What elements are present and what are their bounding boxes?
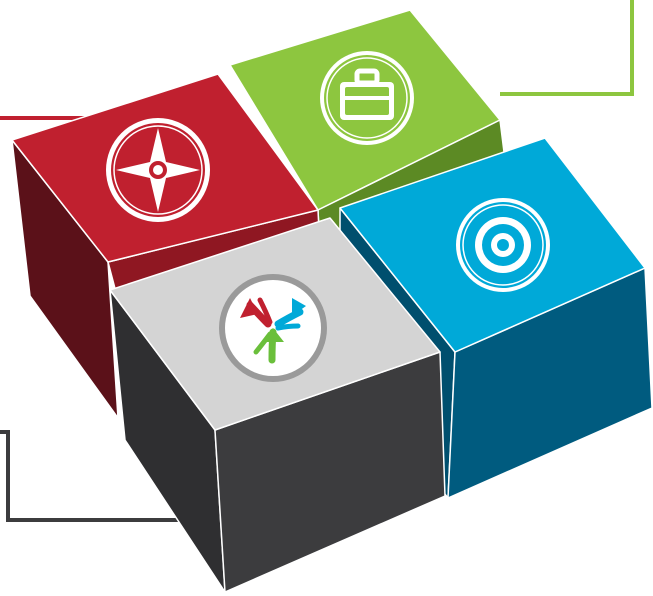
connector-line-green: [500, 0, 634, 96]
connector-line-dark: [0, 430, 180, 522]
compass-icon: [106, 118, 210, 222]
target-icon: [456, 198, 550, 292]
briefcase-icon: [320, 51, 414, 145]
pinwheel-logo-icon: [219, 274, 327, 382]
